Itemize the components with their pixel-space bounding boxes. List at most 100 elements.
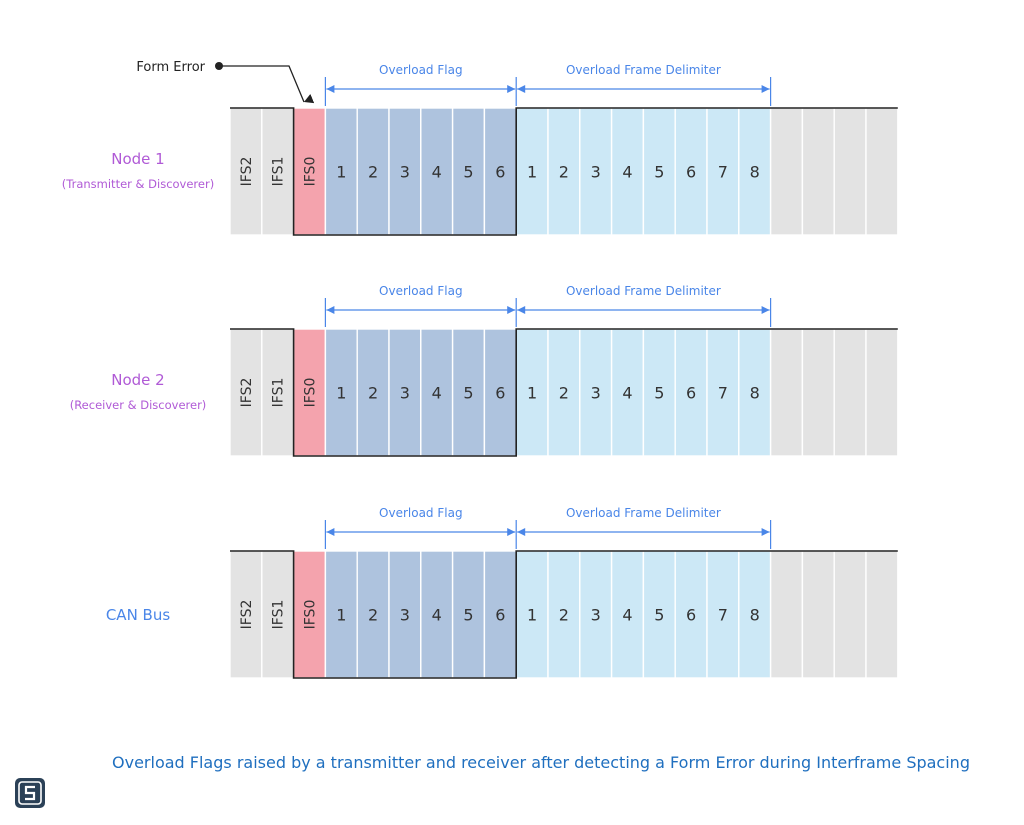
- bit-cell-ifs: [229, 107, 263, 236]
- bit-cell-trailing: [801, 550, 835, 679]
- delimiter-bit-label: 3: [591, 163, 601, 182]
- flag-bit-label: 4: [432, 163, 442, 182]
- delimiter-bit-label: 2: [559, 384, 569, 403]
- bit-cell-delimiter: [579, 550, 613, 679]
- bit-cell-flag: [451, 107, 486, 236]
- flag-bit-label: 2: [368, 384, 378, 403]
- bit-cell-flag: [451, 550, 486, 679]
- bit-cell-flag: [388, 107, 422, 236]
- delimiter-bit-label: 8: [750, 384, 760, 403]
- bit-cell-delimiter: [706, 550, 740, 679]
- flag-bit-label: 4: [432, 384, 442, 403]
- bit-cell-delimiter: [579, 328, 613, 457]
- signal-waveform: [230, 550, 898, 679]
- ifs-label: IFS0: [303, 600, 319, 630]
- bit-cell-trailing: [833, 328, 867, 457]
- delimiter-bit-label: 7: [718, 606, 728, 625]
- bit-cell-delimiter: [706, 107, 740, 236]
- delimiter-span-label: Overload Frame Delimiter: [566, 63, 721, 77]
- flag-bit-label: 6: [495, 606, 505, 625]
- bit-cell-trailing: [801, 328, 835, 457]
- delimiter-span-label: Overload Frame Delimiter: [566, 506, 721, 520]
- delimiter-bit-label: 7: [718, 163, 728, 182]
- bit-cell-delimiter: [642, 550, 676, 679]
- delimiter-bit-label: 8: [750, 606, 760, 625]
- delimiter-bit-label: 4: [622, 163, 632, 182]
- delimiter-bit-label: 1: [527, 163, 537, 182]
- flag-bit-label: 6: [495, 384, 505, 403]
- bit-cell-flag: [388, 550, 422, 679]
- bit-cell-flag: [324, 550, 358, 679]
- row-title: Node 1: [111, 150, 164, 168]
- form-error-label: Form Error: [136, 60, 205, 75]
- delimiter-bit-label: 8: [750, 163, 760, 182]
- bit-cell-delimiter: [642, 328, 676, 457]
- flag-bit-label: 3: [400, 384, 410, 403]
- bit-cell-trailing: [769, 328, 804, 457]
- bit-cell-delimiter: [515, 550, 549, 679]
- delimiter-bit-label: 3: [591, 384, 601, 403]
- flag-bit-label: 2: [368, 163, 378, 182]
- flag-bit-label: 3: [400, 606, 410, 625]
- row-title: Node 2: [111, 371, 164, 389]
- flag-bit-label: 2: [368, 606, 378, 625]
- delimiter-bit-label: 5: [654, 384, 664, 403]
- delimiter-bit-label: 2: [559, 606, 569, 625]
- ifs-label: IFS0: [303, 157, 319, 187]
- bit-cell-trailing: [833, 550, 867, 679]
- delimiter-bit-label: 2: [559, 163, 569, 182]
- delimiter-bit-label: 4: [622, 606, 632, 625]
- delimiter-bit-label: 3: [591, 606, 601, 625]
- bit-cell-trailing: [801, 107, 835, 236]
- flag-span-label: Overload Flag: [379, 284, 463, 298]
- bit-cell-delimiter: [579, 107, 613, 236]
- bit-cell-flag: [483, 328, 517, 457]
- delimiter-bit-label: 6: [686, 606, 696, 625]
- bit-cell-trailing: [769, 107, 804, 236]
- signal-waveform: [230, 107, 898, 236]
- cse-logo-icon: [15, 778, 45, 808]
- bit-cell-trailing: [865, 328, 899, 457]
- ifs-label: IFS1: [271, 378, 287, 408]
- delimiter-bit-label: 1: [527, 606, 537, 625]
- ifs-label: IFS2: [239, 157, 255, 187]
- bit-cell-delimiter: [610, 328, 645, 457]
- bit-cell-trailing: [865, 550, 899, 679]
- flag-bit-label: 6: [495, 163, 505, 182]
- ifs-label: IFS2: [239, 378, 255, 408]
- bit-cell-ifs: [261, 107, 295, 236]
- bit-cell-delimiter: [547, 550, 581, 679]
- flag-bit-label: 5: [463, 384, 473, 403]
- flag-bit-label: 4: [432, 606, 442, 625]
- bit-cell-trailing: [865, 107, 899, 236]
- row-subtitle: (Transmitter & Discoverer): [62, 177, 214, 191]
- delimiter-bit-label: 6: [686, 163, 696, 182]
- ifs-label: IFS2: [239, 600, 255, 630]
- signal-waveform: [230, 328, 898, 457]
- timing-row-1: Node 1 (Transmitter & Discoverer) IFS2 IFS1…: [62, 63, 899, 236]
- bit-cell-flag: [420, 328, 454, 457]
- bit-cell-ifs: [261, 550, 295, 679]
- bit-cell-flag: [420, 550, 454, 679]
- delimiter-bit-label: 6: [686, 384, 696, 403]
- bit-cell-ifs0: [292, 550, 327, 679]
- flag-bit-label: 5: [463, 606, 473, 625]
- flag-bit-label: 1: [336, 384, 346, 403]
- diagram-caption: Overload Flags raised by a transmitter a…: [112, 753, 970, 772]
- bit-cell-delimiter: [738, 107, 772, 236]
- delimiter-bit-label: 1: [527, 384, 537, 403]
- form-error-pointer: [219, 65, 315, 104]
- flag-bit-label: 5: [463, 163, 473, 182]
- row-title: CAN Bus: [106, 606, 171, 624]
- delimiter-bit-label: 5: [654, 606, 664, 625]
- ifs-label: IFS1: [271, 600, 287, 630]
- ifs-label: IFS0: [303, 378, 319, 408]
- bit-cell-delimiter: [610, 107, 645, 236]
- bit-cell-flag: [388, 328, 422, 457]
- ifs-label: IFS1: [271, 157, 287, 187]
- form-error-annotation: Form Error: [136, 60, 315, 104]
- flag-span-label: Overload Flag: [379, 63, 463, 77]
